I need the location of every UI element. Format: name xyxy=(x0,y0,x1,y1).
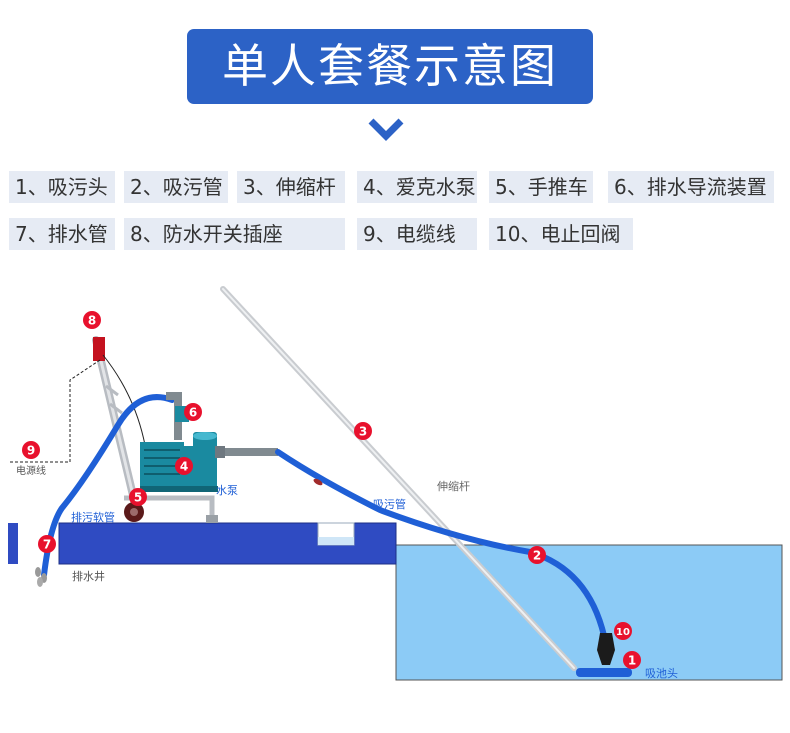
pool-suction-head xyxy=(576,668,632,677)
marker-9: 9 xyxy=(22,441,40,459)
power-cable xyxy=(69,359,101,462)
svg-text:9: 9 xyxy=(27,444,35,458)
legend-item-6: 6、排水导流装置 xyxy=(608,171,774,203)
marker-8: 8 xyxy=(83,311,101,329)
legend-item-2: 2、吸污管 xyxy=(124,171,228,203)
legend-item-1: 1、吸污头 xyxy=(9,171,115,203)
legend-item-3: 3、伸缩杆 xyxy=(237,171,345,203)
marker-2: 2 xyxy=(528,546,546,564)
label-pump: 水泵 xyxy=(216,484,238,497)
switch-box xyxy=(93,337,105,361)
legend-item-8: 8、防水开关插座 xyxy=(124,218,345,250)
ground-slab-left xyxy=(8,523,18,564)
marker-4: 4 xyxy=(175,457,193,475)
svg-text:7: 7 xyxy=(43,538,51,552)
label-drain-well: 排水井 xyxy=(72,569,105,583)
marker-7: 7 xyxy=(38,535,56,553)
svg-text:1: 1 xyxy=(628,654,636,668)
legend-item-4: 4、爱克水泵 xyxy=(357,171,477,203)
marker-1: 1 xyxy=(623,651,641,669)
marker-6: 6 xyxy=(184,403,202,421)
discharge-pipe xyxy=(166,392,182,440)
suction-hose xyxy=(275,449,608,643)
legend-item-5: 5、手推车 xyxy=(489,171,593,203)
page-title: 单人套餐示意图 xyxy=(187,29,593,104)
svg-text:3: 3 xyxy=(359,425,367,439)
legend-item-10: 10、电止回阀 xyxy=(489,218,633,250)
svg-text:2: 2 xyxy=(533,549,541,563)
label-pool-head: 吸池头 xyxy=(645,667,678,680)
label-power-cable: 电源线 xyxy=(16,464,46,477)
label-suction-hose: 吸污管 xyxy=(373,497,406,511)
chevron-down-icon xyxy=(368,118,404,141)
legend-item-9: 9、电缆线 xyxy=(357,218,477,250)
marker-10: 10 xyxy=(614,622,632,640)
marker-5: 5 xyxy=(129,488,147,506)
legend-item-7: 7、排水管 xyxy=(9,218,115,250)
pool-water xyxy=(395,544,783,681)
label-telescopic-pole: 伸缩杆 xyxy=(437,479,470,493)
label-drain-hose: 排污软管 xyxy=(71,510,115,524)
check-valve xyxy=(597,633,615,665)
ground-inlet-water xyxy=(318,537,354,545)
marker-3: 3 xyxy=(354,422,372,440)
svg-text:8: 8 xyxy=(88,314,96,328)
svg-text:4: 4 xyxy=(180,460,188,474)
svg-text:10: 10 xyxy=(616,627,630,638)
svg-text:6: 6 xyxy=(189,406,197,420)
svg-text:5: 5 xyxy=(134,491,142,505)
drain-hose xyxy=(41,394,175,578)
